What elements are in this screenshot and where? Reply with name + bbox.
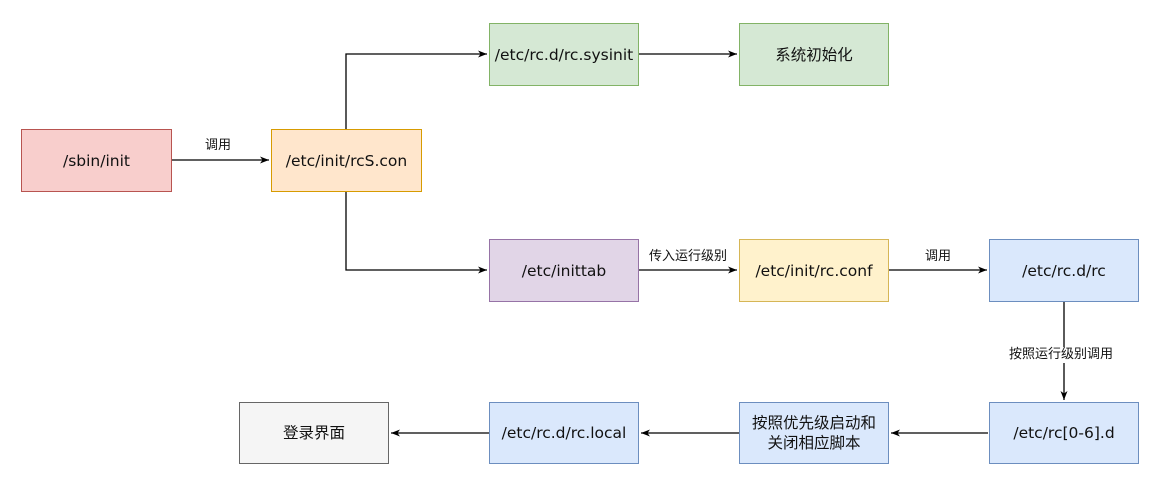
node-sbin-init: /sbin/init — [21, 129, 172, 192]
node-rcs-con: /etc/init/rcS.con — [271, 129, 422, 192]
node-system-init: 系统初始化 — [739, 23, 889, 86]
node-rc-sysinit: /etc/rc.d/rc.sysinit — [489, 23, 639, 86]
node-priority-start-stop: 按照优先级启动和 关闭相应脚本 — [739, 402, 889, 464]
edge-rcs-to-inittab — [345, 192, 487, 274]
node-inittab: /etc/inittab — [489, 239, 639, 302]
node-rcd-rc: /etc/rc.d/rc — [989, 239, 1139, 302]
edge-label-call-2: 调用 — [922, 249, 954, 265]
node-rc-conf: /etc/init/rc.conf — [739, 239, 889, 302]
edge-label-call-1: 调用 — [202, 138, 234, 154]
edge-label-pass-runlevel: 传入运行级别 — [646, 249, 730, 265]
node-rc-local: /etc/rc.d/rc.local — [489, 402, 639, 464]
node-login-screen: 登录界面 — [239, 402, 389, 464]
edge-label-call-by-runlevel: 按照运行级别调用 — [1006, 347, 1116, 363]
edge-rcs-to-sysinit — [345, 50, 487, 129]
node-rc-0-6-d: /etc/rc[0-6].d — [989, 402, 1139, 464]
